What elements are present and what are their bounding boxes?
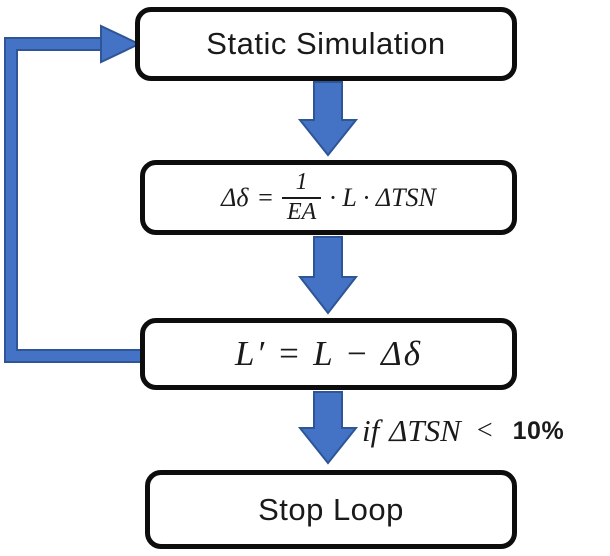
down-arrow-1-icon xyxy=(297,81,359,157)
loop-back-arrow-icon xyxy=(4,24,145,363)
down-arrow-3-icon xyxy=(297,391,359,465)
condition-variable: ΔTSN xyxy=(389,413,461,448)
delta-formula-box: Δδ = 1 EA · L · ΔTSN xyxy=(140,160,517,235)
length-update-label: L′ = L − Δδ xyxy=(234,334,422,373)
stop-loop-label: Stop Loop xyxy=(258,491,404,527)
condition-operator: < xyxy=(476,415,493,446)
formula-rhs: · L · ΔTSN xyxy=(329,182,436,212)
static-simulation-label: Static Simulation xyxy=(206,26,446,61)
loop-exit-condition: if ΔTSN < 10% xyxy=(362,405,564,457)
delta-formula: Δδ = 1 EA · L · ΔTSN xyxy=(217,169,440,225)
stop-loop-box: Stop Loop xyxy=(145,470,517,549)
fraction-denominator: EA xyxy=(282,196,322,225)
fraction-numerator: 1 xyxy=(295,169,308,196)
condition-threshold: 10% xyxy=(512,416,565,445)
down-arrow-2-icon xyxy=(297,236,359,315)
static-simulation-box: Static Simulation xyxy=(135,7,517,81)
formula-lhs: Δδ xyxy=(221,182,249,212)
formula-equals: = xyxy=(256,182,274,212)
length-update-box: L′ = L − Δδ xyxy=(140,318,517,390)
formula-fraction: 1 EA xyxy=(282,169,322,225)
condition-if-word: if xyxy=(362,413,380,448)
